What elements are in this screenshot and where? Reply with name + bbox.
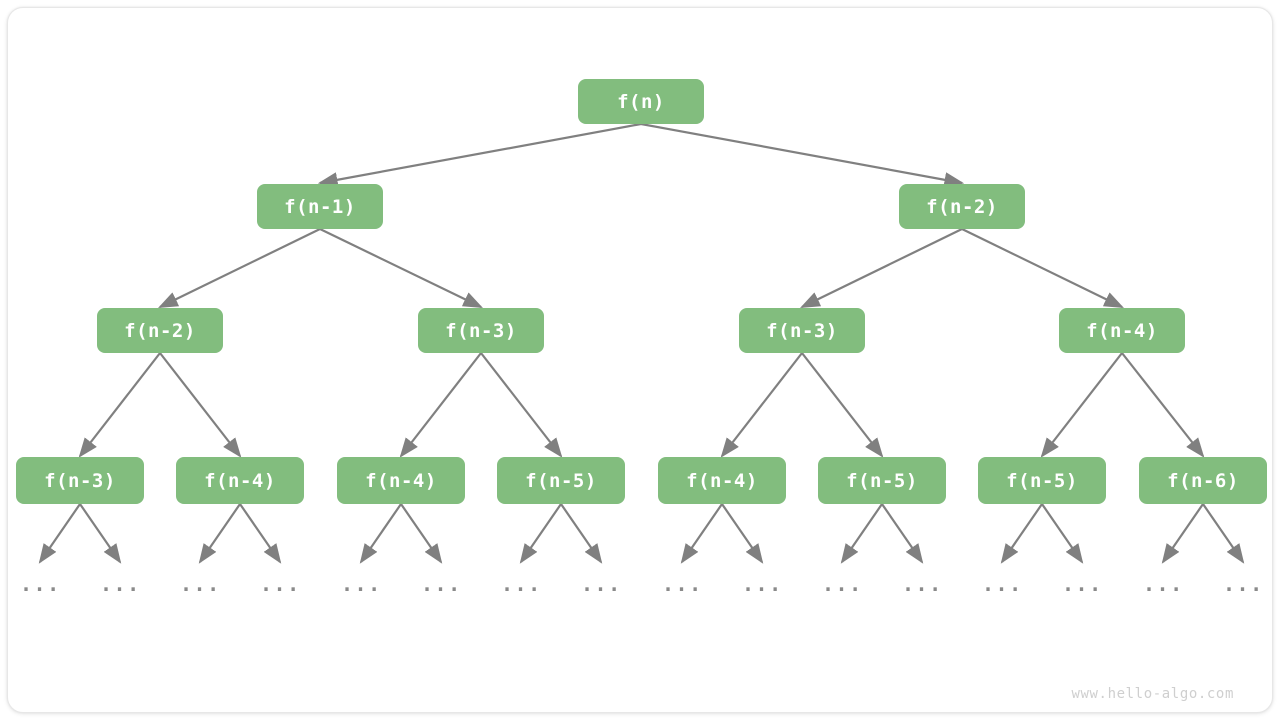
ellipsis-marker: ... [742,572,783,596]
tree-node[interactable]: f(n-2) [97,308,223,353]
tree-node[interactable]: f(n) [578,79,704,124]
tree-node[interactable]: f(n-6) [1139,457,1267,504]
tree-node[interactable]: f(n-5) [818,457,946,504]
ellipsis-marker: ... [1143,572,1184,596]
ellipsis-marker: ... [100,572,141,596]
tree-node[interactable]: f(n-2) [899,184,1025,229]
tree-node[interactable]: f(n-4) [176,457,304,504]
tree-node[interactable]: f(n-1) [257,184,383,229]
tree-node[interactable]: f(n-4) [658,457,786,504]
ellipsis-marker: ... [180,572,221,596]
ellipsis-marker: ... [982,572,1023,596]
tree-node[interactable]: f(n-3) [16,457,144,504]
ellipsis-marker: ... [341,572,382,596]
ellipsis-marker: ... [822,572,863,596]
ellipsis-marker: ... [581,572,622,596]
tree-node[interactable]: f(n-4) [1059,308,1185,353]
ellipsis-marker: ... [902,572,943,596]
tree-node[interactable]: f(n-4) [337,457,465,504]
ellipsis-marker: ... [1062,572,1103,596]
watermark-label: www.hello-algo.com [1071,686,1234,702]
ellipsis-marker: ... [501,572,542,596]
tree-node[interactable]: f(n-5) [978,457,1106,504]
ellipsis-marker: ... [1223,572,1264,596]
tree-node[interactable]: f(n-3) [739,308,865,353]
ellipsis-marker: ... [421,572,462,596]
ellipsis-marker: ... [662,572,703,596]
tree-node[interactable]: f(n-5) [497,457,625,504]
ellipsis-marker: ... [260,572,301,596]
ellipsis-marker: ... [20,572,61,596]
tree-node[interactable]: f(n-3) [418,308,544,353]
